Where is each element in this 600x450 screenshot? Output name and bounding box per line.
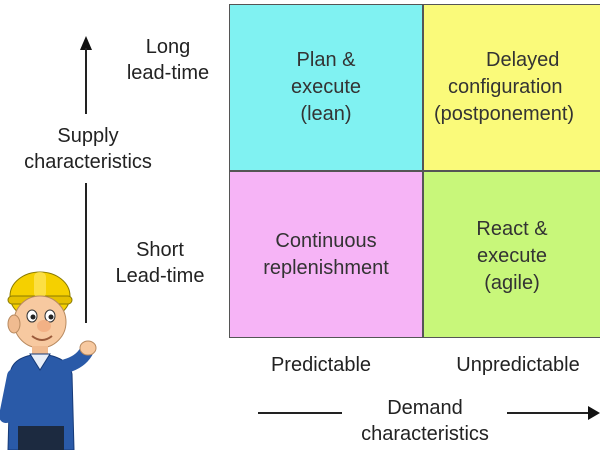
supply-axis-line-lower: [85, 183, 87, 323]
long-lead-time-line-2: lead-time: [126, 62, 210, 84]
quadrant-react-execute-line-1: React &: [476, 218, 548, 240]
quadrant-plan-execute-line-3: (lean): [300, 103, 352, 125]
quadrant-react-execute: React & execute (agile): [423, 171, 600, 338]
unpredictable-label: Unpredictable: [456, 354, 580, 376]
quadrant-react-execute-line-2: execute: [476, 245, 548, 267]
demand-axis-line-left: [258, 412, 342, 414]
quadrant-plan-execute: Plan & execute (lean): [229, 4, 423, 171]
demand-axis-title-line-1: Demand: [387, 397, 463, 419]
quadrant-delayed-configuration: Delayed configuration (postponement): [423, 4, 600, 171]
quadrant-plan-execute-line-1: Plan &: [296, 49, 356, 71]
quadrant-delayed-configuration-line-3: (postponement): [434, 103, 575, 125]
demand-axis-line-right: [507, 412, 591, 414]
long-lead-time-label: Long lead-time: [108, 34, 228, 86]
quadrant-continuous-replenishment-line-2: replenishment: [263, 257, 389, 279]
short-lead-time-line-2: Lead-time: [115, 265, 205, 287]
quadrant-delayed-configuration-line-2: configuration: [448, 76, 563, 98]
supply-axis-title-line-1: Supply: [57, 125, 119, 147]
construction-worker-illustration: [0, 271, 97, 450]
long-lead-time-line-1: Long: [145, 36, 191, 58]
quadrant-delayed-configuration-line-1: Delayed: [486, 49, 560, 71]
quadrant-plan-execute-line-2: execute: [290, 76, 362, 98]
quadrant-delayed-configuration-text: Delayed configuration (postponement): [424, 47, 600, 128]
quadrant-react-execute-line-3: (agile): [484, 272, 540, 294]
supply-axis-line-upper: [85, 48, 87, 114]
arrow-up-icon: [80, 36, 92, 50]
arrow-right-icon: [588, 406, 600, 420]
quadrant-continuous-replenishment-line-1: Continuous: [275, 230, 377, 252]
demand-axis-title: Demand characteristics: [340, 395, 510, 447]
predictable-label: Predictable: [270, 354, 372, 376]
supply-axis-title: Supply characteristics: [4, 123, 172, 175]
demand-axis-title-line-2: characteristics: [361, 423, 489, 445]
quadrant-continuous-replenishment: Continuous replenishment: [229, 171, 423, 338]
short-lead-time-label: Short Lead-time: [98, 237, 222, 289]
short-lead-time-line-1: Short: [136, 239, 184, 261]
supply-axis-title-line-2: characteristics: [24, 151, 152, 173]
